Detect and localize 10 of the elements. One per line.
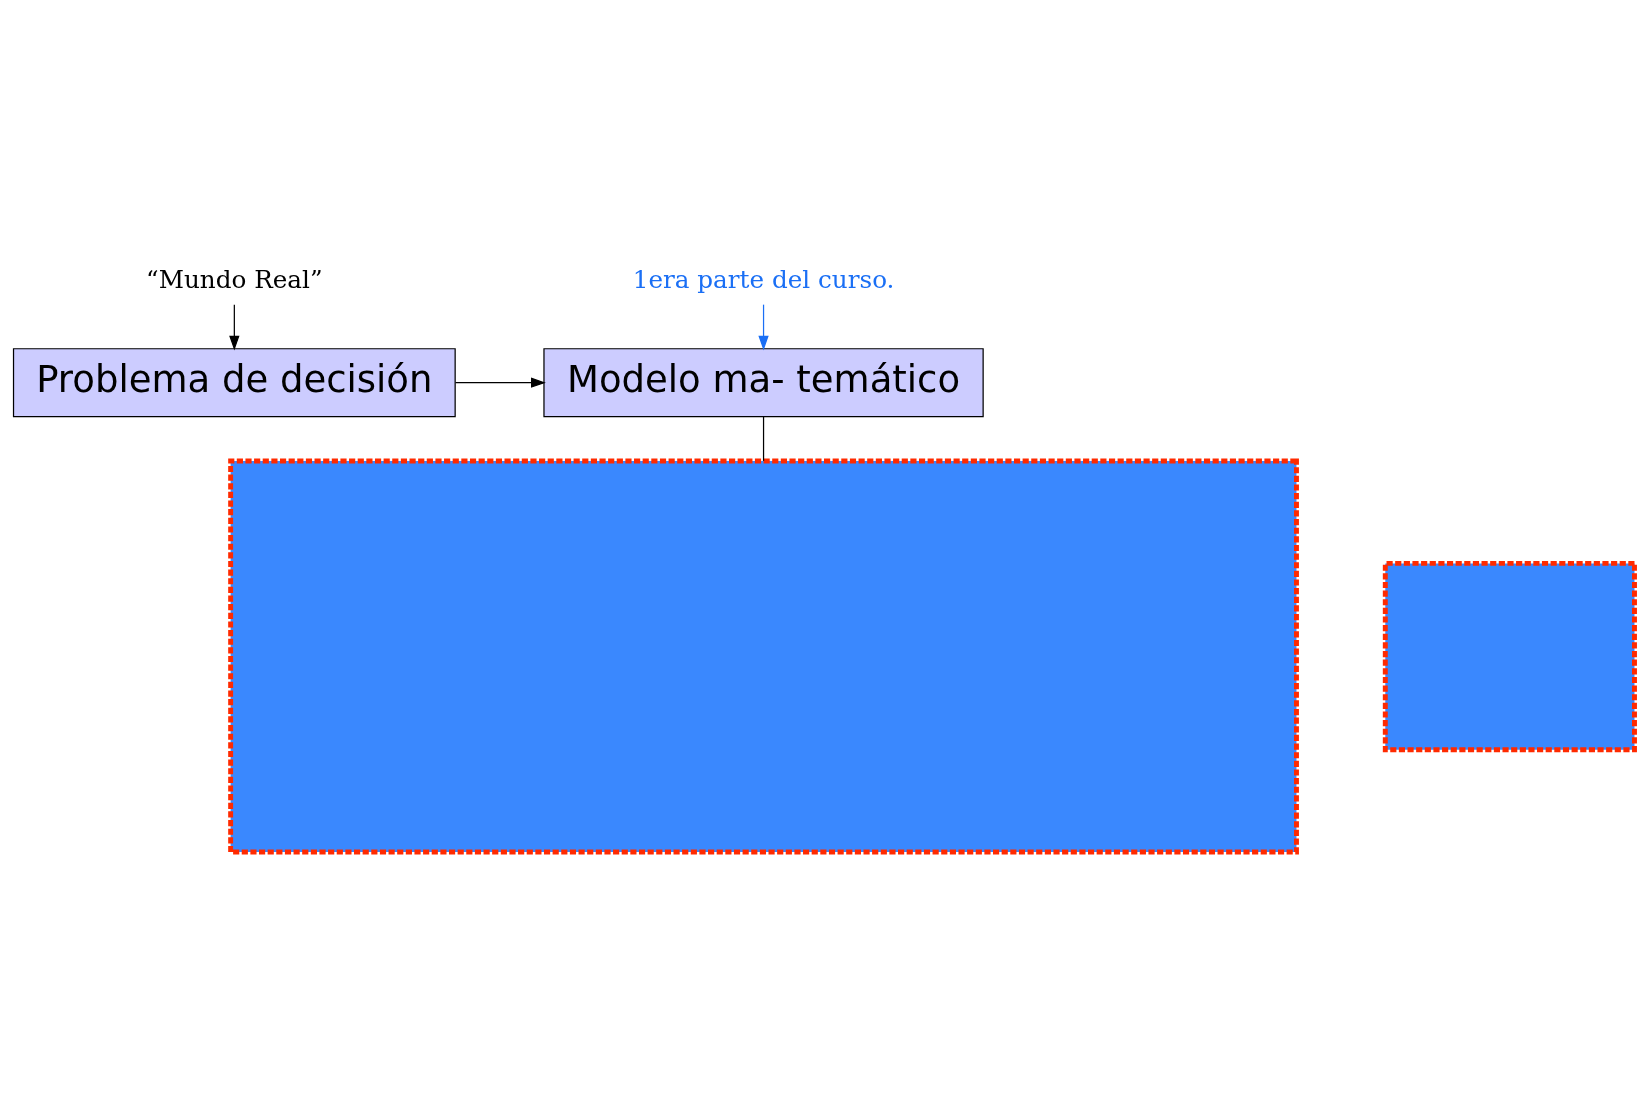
node-text: 1era parte del curso. bbox=[632, 265, 895, 295]
node-box: Modelo ma- temático bbox=[543, 348, 984, 418]
node-text: “Mundo Real” bbox=[146, 265, 323, 295]
node-box: Problema de decisión bbox=[12, 348, 456, 418]
connector bbox=[762, 416, 765, 462]
node-box bbox=[1382, 560, 1637, 753]
arrow bbox=[229, 304, 240, 351]
node-box bbox=[228, 458, 1299, 855]
arrow bbox=[758, 304, 769, 351]
arrow bbox=[454, 377, 546, 388]
